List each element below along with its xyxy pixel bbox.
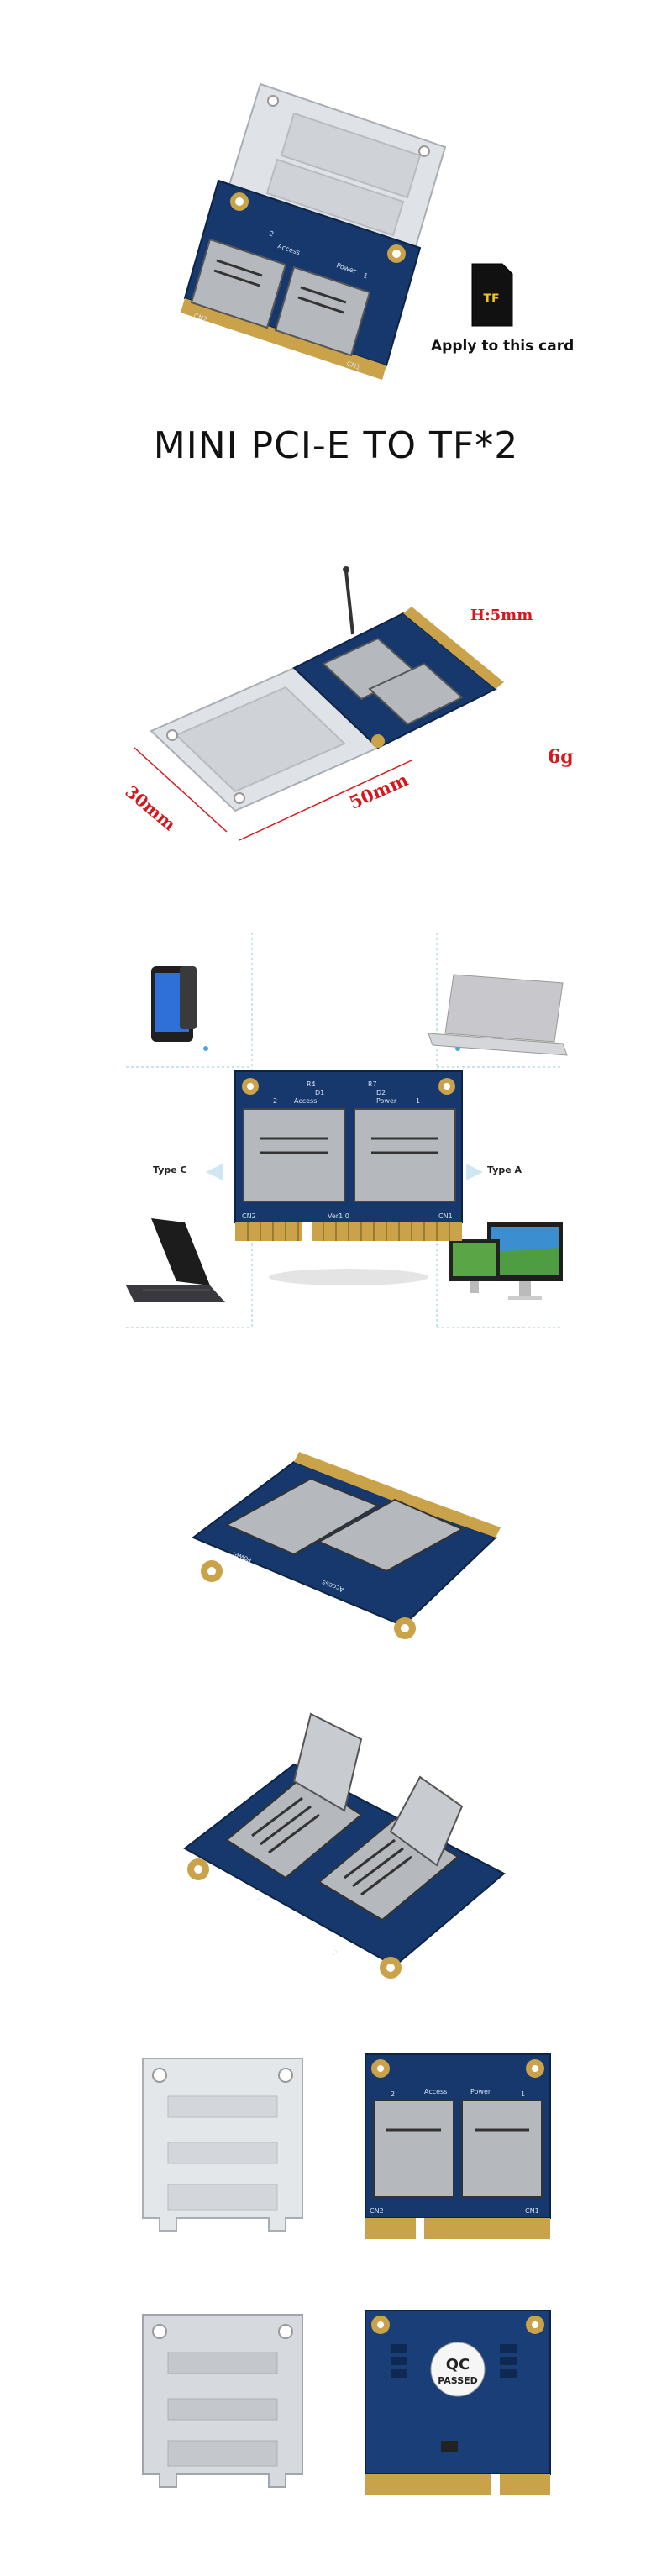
dimension-svg <box>134 566 504 841</box>
f-slot2-label: 2 <box>391 2090 395 2098</box>
f-cn2-label: CN2 <box>370 2207 384 2215</box>
phone-icon <box>151 966 197 1042</box>
qc-sticker: QC PASSED <box>430 2342 486 2397</box>
qc-line2: PASSED <box>438 2375 478 2386</box>
left-arrow-icon <box>206 1164 223 1180</box>
type-a-label: Type A <box>487 1164 522 1175</box>
center-d1-label: D1 <box>315 1089 324 1096</box>
laptop-icon <box>428 974 568 1056</box>
center-pcb: 2 1 Access Power R4 R7 D1 D2 CN2 Ver1.0 … <box>234 1070 463 1285</box>
bracket-front <box>126 2050 319 2243</box>
monitor-icon <box>449 1222 563 1300</box>
metal-bracket <box>225 82 447 262</box>
hero-product-image: 2 1 Access Power CN2 CN1 <box>168 67 504 386</box>
compatibility-svg: 2 1 Access Power R4 R7 D1 D2 CN2 Ver1.0 … <box>126 933 568 1328</box>
type-c-label: Type C <box>153 1164 187 1175</box>
center-r4-label: R4 <box>307 1080 316 1088</box>
board-angle-svg-1: Access Power <box>192 1452 501 1639</box>
hero-board-svg: 2 1 Access Power CN2 CN1 <box>181 82 447 380</box>
f-power-label: Power <box>470 2088 491 2095</box>
width-dim-line <box>134 747 228 833</box>
notebook-icon <box>126 1218 225 1302</box>
apply-text: Apply to this card <box>431 338 575 355</box>
hero-slot1-label: 1 <box>362 271 369 280</box>
v2-slot2-label: 2 <box>331 1948 339 1957</box>
tf-card-logo: TF <box>483 292 499 306</box>
center-d2-label: D2 <box>376 1089 386 1096</box>
center-cn2-label: CN2 <box>242 1212 256 1220</box>
weight-label: 6g <box>548 746 574 768</box>
hero-slot2-label: 2 <box>268 229 275 238</box>
center-slot2-label: 2 <box>273 1097 277 1105</box>
pcb-board: 2 1 Access Power CN2 CN1 <box>181 179 422 380</box>
f-access-label: Access <box>424 2088 447 2095</box>
f-cn1-label: CN1 <box>525 2207 539 2215</box>
board-angle-view-1: Access Power <box>168 1437 504 1647</box>
center-access-label: Access <box>294 1097 317 1105</box>
qc-line1: QC <box>446 2356 470 2374</box>
center-power-label: Power <box>376 1097 397 1105</box>
f-slot1-label: 1 <box>521 2090 525 2098</box>
tf-card-icon: TF <box>469 262 516 329</box>
board-front: 2 1 Access Power CN2 CN1 <box>357 2050 559 2247</box>
center-ver-label: Ver1.0 <box>328 1212 349 1220</box>
page-title: MINI PCI-E TO TF*2 <box>153 424 519 467</box>
bracket-back <box>126 2306 319 2500</box>
height-label: H:5mm <box>470 607 533 624</box>
board-angle-view-2: 1 2 <box>168 1706 521 1983</box>
center-cn1-label: CN1 <box>438 1212 453 1220</box>
board-angle-svg-2: 1 2 <box>183 1712 506 1979</box>
dimension-image <box>126 555 596 874</box>
center-r7-label: R7 <box>368 1080 377 1088</box>
center-slot1-label: 1 <box>416 1097 420 1105</box>
v2-slot1-label: 1 <box>255 1894 263 1902</box>
compatibility-diagram: 2 1 Access Power R4 R7 D1 D2 CN2 Ver1.0 … <box>126 933 568 1336</box>
board-back: QC PASSED <box>357 2306 559 2508</box>
right-arrow-icon <box>466 1164 483 1180</box>
length-dim-line <box>239 760 412 841</box>
